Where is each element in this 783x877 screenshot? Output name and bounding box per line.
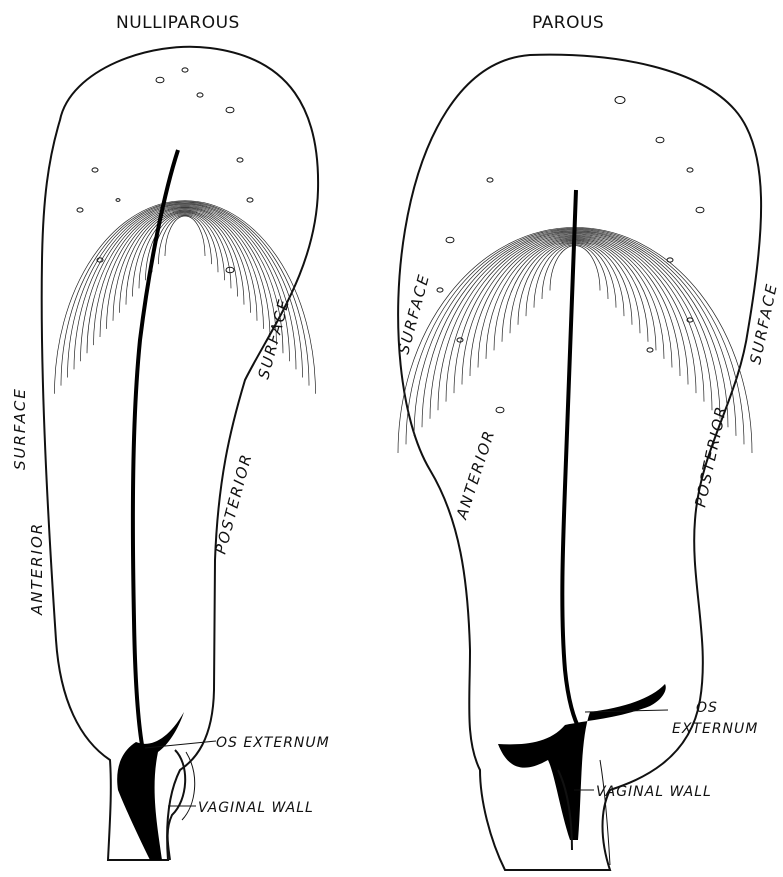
nulliparous-vaginal-wall-label: VAGINAL WALL — [198, 800, 314, 816]
nulliparous-surface-anterior-label: SURFACE — [11, 387, 29, 470]
parous-externum-label: EXTERNUM — [672, 721, 758, 737]
parous-vaginal-wall-label: VAGINAL WALL — [596, 784, 712, 800]
nulliparous-os-externum-label: OS EXTERNUM — [216, 735, 330, 751]
nulliparous-title: NULLIPAROUS — [116, 13, 240, 33]
nulliparous-anterior-label: ANTERIOR — [28, 522, 46, 616]
parous-os-label: OS — [696, 700, 718, 716]
parous-title: PAROUS — [532, 13, 604, 33]
